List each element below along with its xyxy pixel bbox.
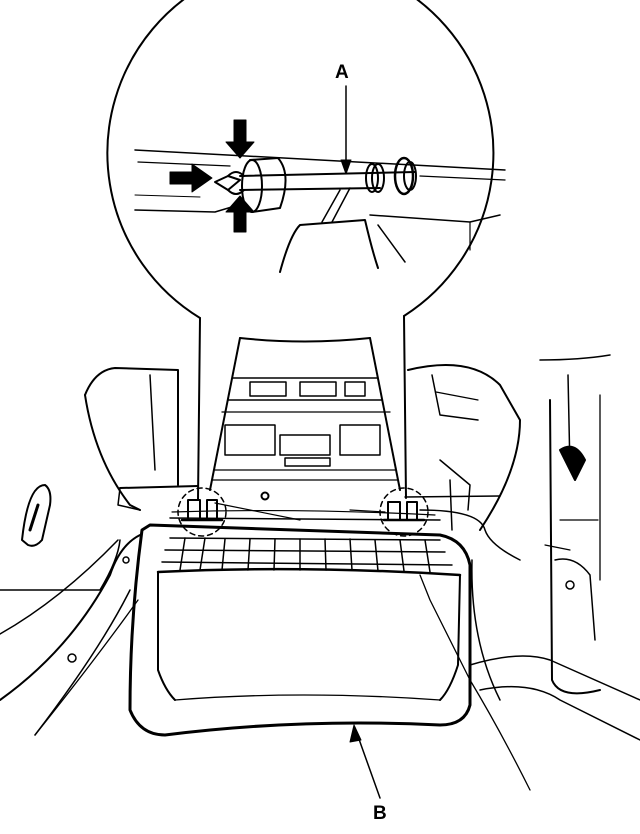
dashboard-opening [210,338,400,490]
hinge-hook-circle-right [380,488,428,536]
arrow-icon [170,120,254,232]
glove-box-top-grid [162,538,452,572]
glove-box [35,493,530,791]
detail-magnifier [107,0,505,500]
tab-icon [178,488,428,536]
detail-circle-outline [107,0,493,318]
arrow-down-icon [226,120,254,158]
glovebox-detail-wall [280,220,378,272]
left-dash-panel [0,368,198,735]
right-dash-panel [405,355,640,740]
label-b-leader [350,725,380,798]
hinge-rod [215,158,416,212]
arrow-up-icon [226,196,254,232]
dash-top-edge [135,150,505,170]
callout-label-a: A [335,62,349,83]
arrow-right-icon [170,164,212,192]
detail-leader-right [404,316,406,498]
hinge-hook-circle-left [178,488,226,536]
detail-leader-left [198,318,200,500]
glove-box-shell [130,525,470,735]
callout-label-b: B [373,803,387,824]
door-handle-left [22,485,50,546]
